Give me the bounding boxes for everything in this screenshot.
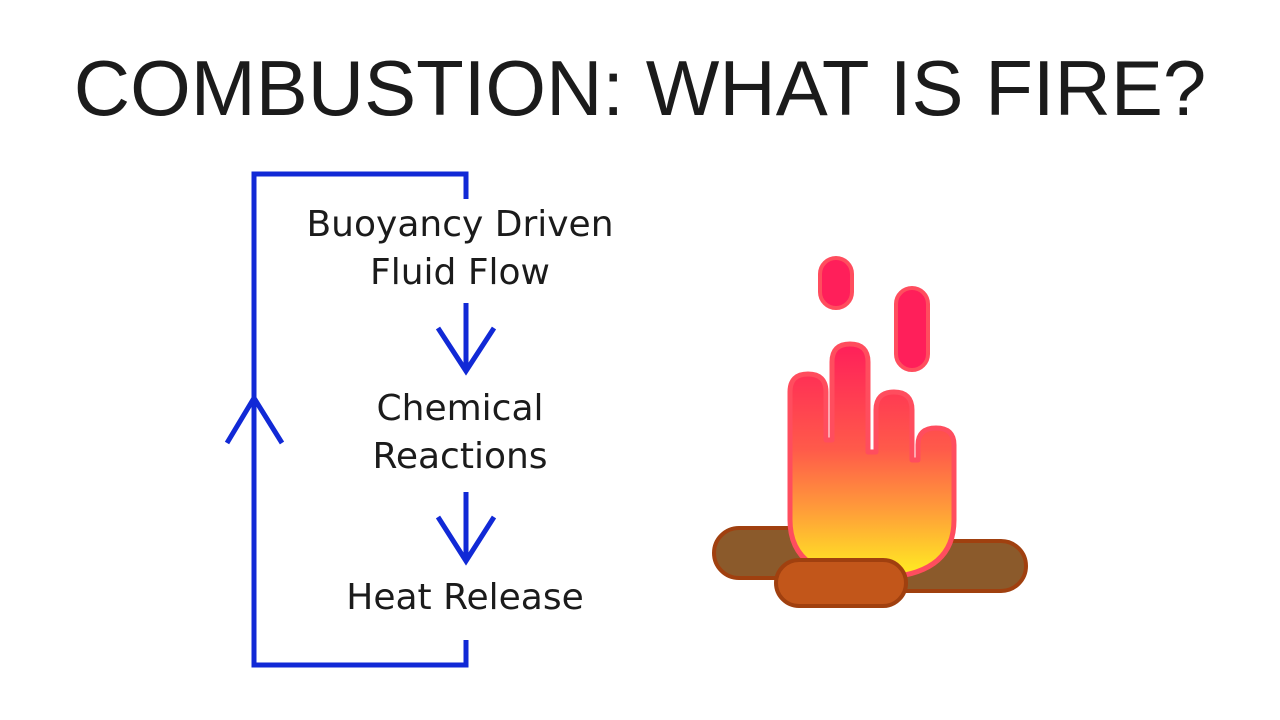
step-heat-release: Heat Release bbox=[346, 577, 584, 618]
log-front bbox=[774, 558, 908, 608]
arrowhead-reactions-to-heat bbox=[435, 515, 497, 566]
loop-up-arrowhead bbox=[224, 393, 285, 445]
feedback-loop-line bbox=[251, 171, 469, 668]
arrowhead-flow-to-reactions bbox=[435, 326, 497, 376]
flame-shape bbox=[787, 341, 957, 581]
step-chemical-reactions: Chemical Reactions bbox=[372, 388, 548, 477]
page-title: COMBUSTION: WHAT IS FIRE? bbox=[73, 44, 1207, 132]
step-buoyancy-flow: Buoyancy Driven Fluid Flow bbox=[306, 204, 614, 293]
spark-right bbox=[894, 286, 930, 372]
spark-left bbox=[818, 256, 854, 310]
